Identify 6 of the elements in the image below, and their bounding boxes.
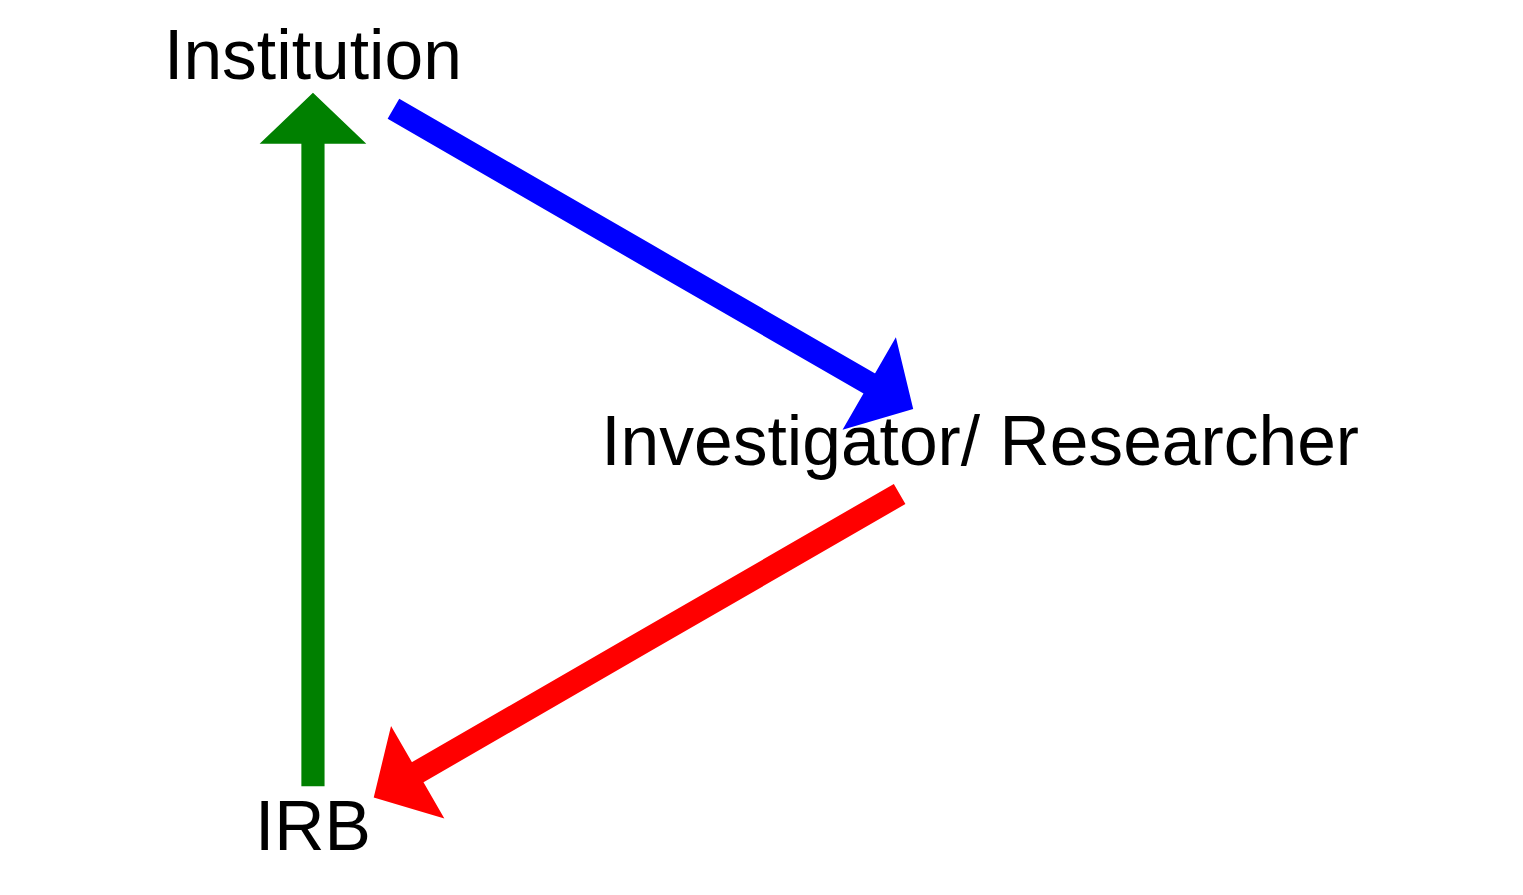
arrow <box>373 483 905 819</box>
arrow <box>387 98 913 430</box>
node-text: Investigator/ Researcher <box>600 401 1359 480</box>
arrow <box>259 92 366 787</box>
node-text: Institution <box>163 16 462 95</box>
node-text: IRB <box>254 786 371 865</box>
